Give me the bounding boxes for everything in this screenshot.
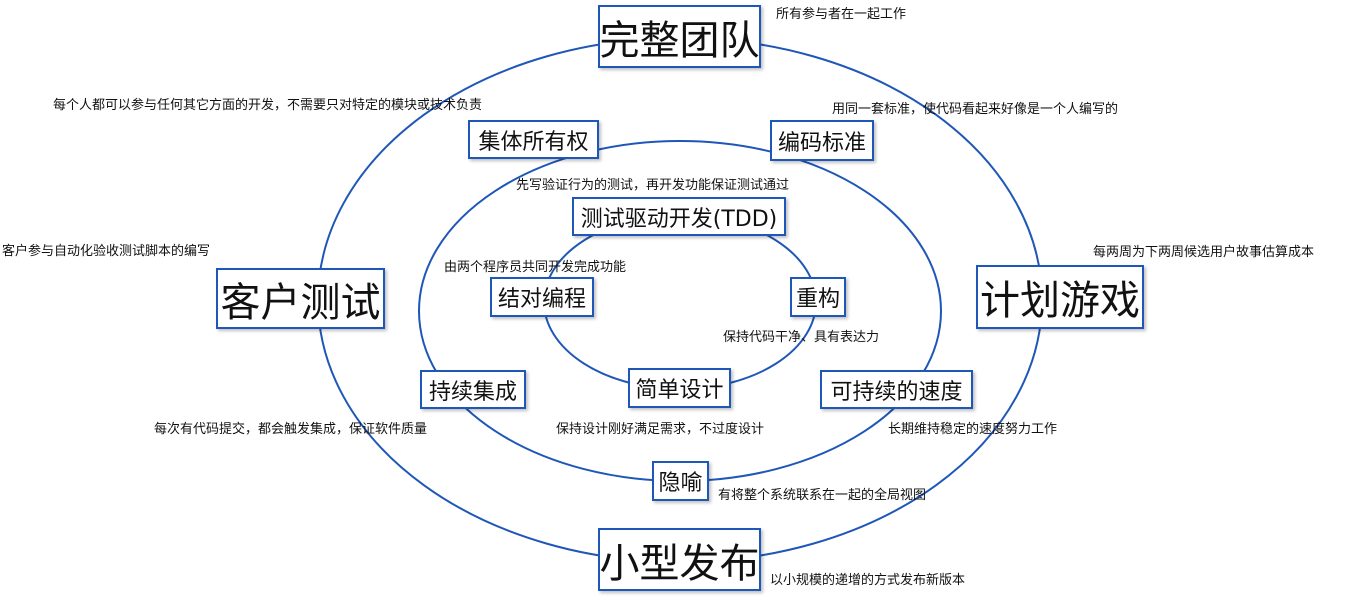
small-releases-box: 小型发布 — [598, 528, 761, 591]
tdd-note: 先写验证行为的测试，再开发功能保证测试通过 — [516, 178, 790, 193]
continuous-integration-note: 每次有代码提交，都会触发集成，保证软件质量 — [154, 422, 428, 437]
collective-ownership-note: 每个人都可以参与任何其它方面的开发，不需要只对特定的模块或技术负责 — [53, 98, 483, 113]
small-releases-note: 以小规模的递增的方式发布新版本 — [770, 573, 966, 588]
sustainable-pace-note: 长期维持稳定的速度努力工作 — [888, 422, 1058, 437]
simple-design-note: 保持设计刚好满足需求，不过度设计 — [556, 422, 765, 437]
sustainable-pace-box: 可持续的速度 — [820, 370, 973, 409]
metaphor-box: 隐喻 — [652, 461, 709, 501]
customer-tests-box: 客户测试 — [216, 268, 385, 329]
tdd-box: 测试驱动开发(TDD) — [572, 197, 786, 236]
continuous-integration-box: 持续集成 — [420, 370, 526, 409]
coding-standard-box: 编码标准 — [770, 120, 874, 161]
refactoring-note: 保持代码干净、具有表达力 — [723, 330, 880, 345]
metaphor-note: 有将整个系统联系在一起的全局视图 — [718, 488, 927, 503]
simple-design-box: 简单设计 — [628, 368, 731, 408]
customer-tests-note: 客户参与自动化验收测试脚本的编写 — [2, 244, 211, 259]
pair-programming-box: 结对编程 — [490, 277, 594, 317]
pair-programming-note: 由两个程序员共同开发完成功能 — [444, 260, 627, 275]
collective-ownership-box: 集体所有权 — [468, 120, 599, 159]
refactoring-box: 重构 — [790, 277, 846, 317]
planning-game-note: 每两周为下两周候选用户故事估算成本 — [1093, 245, 1315, 260]
whole-team-box: 完整团队 — [598, 5, 761, 68]
coding-standard-note: 用同一套标准，使代码看起来好像是一个人编写的 — [832, 102, 1119, 117]
whole-team-note: 所有参与者在一起工作 — [776, 7, 907, 22]
planning-game-box: 计划游戏 — [976, 265, 1144, 329]
